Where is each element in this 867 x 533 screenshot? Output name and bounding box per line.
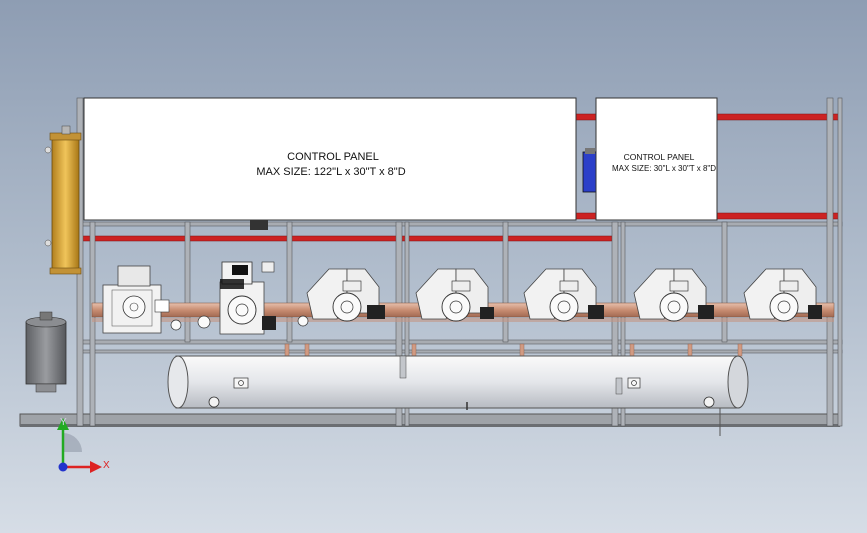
control-panel-large-size: MAX SIZE: 122"L x 30"T x 8"D: [256, 166, 405, 178]
base-frame: [19, 413, 841, 427]
compressor-6: [633, 268, 714, 322]
vertical-posts: [76, 97, 843, 427]
control-panel-small-title: CONTROL PANEL: [624, 152, 695, 162]
control-panel-small-size: MAX SIZE: 30"L x 30"T x 8"D: [612, 164, 716, 173]
z-axis-dot: [58, 462, 68, 472]
compressor-3: [297, 268, 385, 327]
compressor-2: [197, 261, 276, 335]
control-panel-large-title: CONTROL PANEL: [287, 151, 379, 163]
compressor-1: [102, 265, 182, 334]
accumulator-tank: [25, 311, 67, 393]
oil-separator: [44, 125, 82, 275]
compressor-7: [743, 268, 822, 322]
control-panel-large: CONTROL PANEL MAX SIZE: 122"L x 30"T x 8…: [83, 97, 577, 221]
compressor-4: [415, 268, 494, 322]
compressor-5: [523, 268, 604, 322]
axis-triad: Y X: [57, 417, 110, 473]
y-axis-label: Y: [60, 417, 67, 428]
blue-component: [582, 148, 598, 193]
receiver-tank: [167, 355, 749, 436]
x-axis-label: X: [103, 460, 110, 471]
pump-under-panel: [250, 220, 268, 230]
control-panel-small: CONTROL PANEL MAX SIZE: 30"L x 30"T x 8"…: [595, 97, 718, 221]
